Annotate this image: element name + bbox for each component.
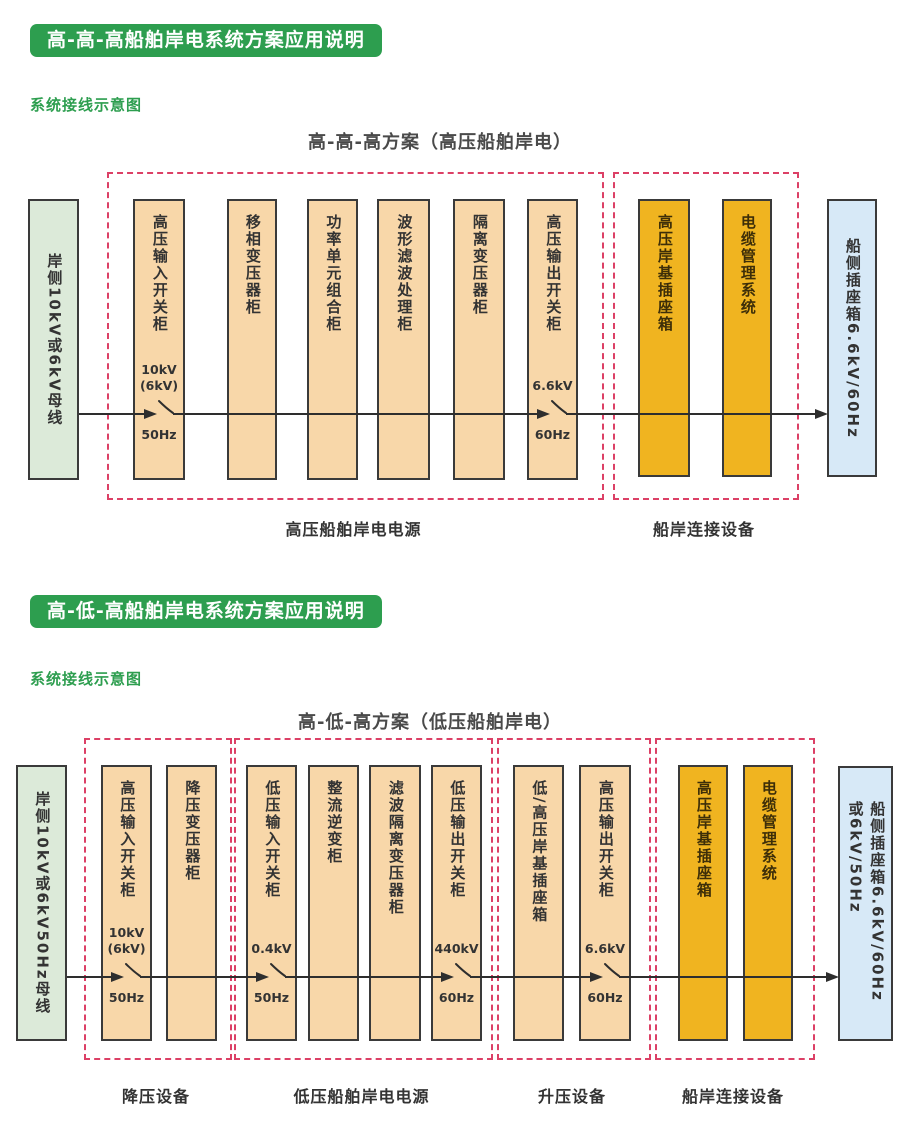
voltage-label: 6.6kV — [584, 940, 626, 956]
voltage-label: 6.6kV — [532, 377, 573, 393]
cabinet-label: 低/高压岸基插座箱 — [530, 780, 549, 924]
cabinet-label: 高压输入开关柜 — [118, 780, 137, 899]
cabinet-label: 降压变压器柜 — [183, 780, 202, 882]
connect-group-label: 船岸连接设备 — [652, 520, 755, 539]
section1-title-badge: 高-高-高船舶岸电系统方案应用说明 — [30, 24, 382, 57]
shore-bus-box: 岸侧10kV或6kV母线 — [28, 199, 79, 480]
cabinet-shore-socket-box-2: 高压岸基插座箱 — [678, 765, 728, 1041]
shore-bus-label: 岸侧10kV或6kV母线 — [45, 252, 64, 427]
cabinet-label: 高压输出开关柜 — [596, 780, 615, 899]
cabinet-cable-management: 电缆管理系统 — [722, 199, 772, 477]
voltage-label: 10kV (6kV) — [139, 361, 179, 393]
frequency-label: 50Hz — [253, 990, 290, 1005]
cabinet-waveform-filter: 波形滤波处理柜 — [377, 199, 430, 480]
cabinet-label: 低压输出开关柜 — [448, 780, 467, 899]
cabinet-label: 电缆管理系统 — [738, 214, 757, 316]
cabinet-label: 波形滤波处理柜 — [395, 214, 414, 333]
cabinet-filter-isolation-transformer: 滤波隔离变压器柜 — [369, 765, 421, 1041]
ship-socket-box: 船侧插座箱6.6kV/60Hz — [827, 199, 877, 477]
cabinet-hv-input-switchgear-2: 高压输入开关柜 10kV (6kV) 50Hz — [101, 765, 152, 1041]
cabinet-power-unit-combo: 功率单元组合柜 — [307, 199, 358, 480]
ship-socket-box-2: 船侧插座箱6.6kV/60Hz或6kV/50Hz — [838, 766, 893, 1041]
cabinet-label: 高压岸基插座箱 — [694, 780, 713, 899]
cabinet-label: 高压输出开关柜 — [544, 214, 563, 333]
shore-bus-box-2: 岸侧10kV或6kV50Hz母线 — [16, 765, 67, 1041]
stepup-group-border — [497, 738, 651, 1060]
lv-power-group-border — [234, 738, 493, 1060]
cabinet-lv-hv-shore-socket: 低/高压岸基插座箱 — [513, 765, 564, 1041]
connect-group-label-2: 船岸连接设备 — [681, 1087, 784, 1106]
frequency-label: 60Hz — [438, 990, 475, 1005]
voltage-label: 440kV — [434, 940, 479, 956]
connect-group-border — [613, 172, 799, 500]
cabinet-hv-output-switchgear: 高压输出开关柜 6.6kV 60Hz — [527, 199, 578, 480]
ship-socket-label: 船侧插座箱6.6kV/60Hz — [843, 237, 862, 439]
voltage-label: 0.4kV — [251, 940, 292, 956]
cabinet-label: 移相变压器柜 — [243, 214, 262, 316]
section2-subtitle: 系统接线示意图 — [30, 670, 143, 688]
section2-title-badge: 高-低-高船舶岸电系统方案应用说明 — [30, 595, 382, 628]
lv-power-group-label: 低压船舶岸电电源 — [293, 1087, 430, 1106]
cabinet-label: 高压岸基插座箱 — [655, 214, 674, 333]
connect-group-border-2 — [655, 738, 815, 1060]
frequency-label: 50Hz — [141, 427, 177, 442]
cabinet-cable-management-2: 电缆管理系统 — [743, 765, 793, 1041]
stepup-group-label: 升压设备 — [537, 1087, 606, 1106]
section2-diagram-title: 高-低-高方案（低压船舶岸电） — [298, 712, 562, 733]
cabinet-label: 电缆管理系统 — [759, 780, 778, 882]
cabinet-lv-input-switchgear: 低压输入开关柜 0.4kV 50Hz — [246, 765, 297, 1041]
ship-socket-label: 船侧插座箱6.6kV/60Hz或6kV/50Hz — [846, 800, 887, 1002]
voltage-label: 10kV (6kV) — [107, 924, 146, 956]
cabinet-isolation-transformer: 隔离变压器柜 — [453, 199, 505, 480]
power-group-label: 高压船舶岸电电源 — [285, 520, 422, 539]
cabinet-rectifier-inverter: 整流逆变柜 — [308, 765, 359, 1041]
shore-bus-label: 岸侧10kV或6kV50Hz母线 — [33, 791, 52, 1015]
cabinet-shore-socket-box: 高压岸基插座箱 — [638, 199, 690, 477]
frequency-label: 50Hz — [108, 990, 145, 1005]
cabinet-hv-input-switchgear: 高压输入开关柜 10kV (6kV) 50Hz — [133, 199, 185, 480]
cabinet-label: 高压输入开关柜 — [150, 214, 169, 333]
cabinet-label: 低压输入开关柜 — [263, 780, 282, 899]
cabinet-phase-shift-transformer: 移相变压器柜 — [227, 199, 277, 480]
section1-subtitle: 系统接线示意图 — [30, 96, 143, 114]
cabinet-label: 滤波隔离变压器柜 — [386, 780, 405, 916]
cabinet-label: 功率单元组合柜 — [324, 214, 343, 333]
cabinet-lv-output-switchgear: 低压输出开关柜 440kV 60Hz — [431, 765, 482, 1041]
stepdown-group-label: 降压设备 — [121, 1087, 190, 1106]
frequency-label: 60Hz — [587, 990, 623, 1005]
cabinet-label: 整流逆变柜 — [325, 780, 344, 865]
stepdown-group-border — [84, 738, 232, 1060]
cabinet-label: 隔离变压器柜 — [470, 214, 489, 316]
frequency-label: 60Hz — [534, 427, 571, 442]
cabinet-stepdown-transformer: 降压变压器柜 — [166, 765, 217, 1041]
cabinet-hv-output-switchgear-2: 高压输出开关柜 6.6kV 60Hz — [579, 765, 631, 1041]
power-group-border — [107, 172, 604, 500]
section1-diagram-title: 高-高-高方案（高压船舶岸电） — [308, 132, 572, 153]
